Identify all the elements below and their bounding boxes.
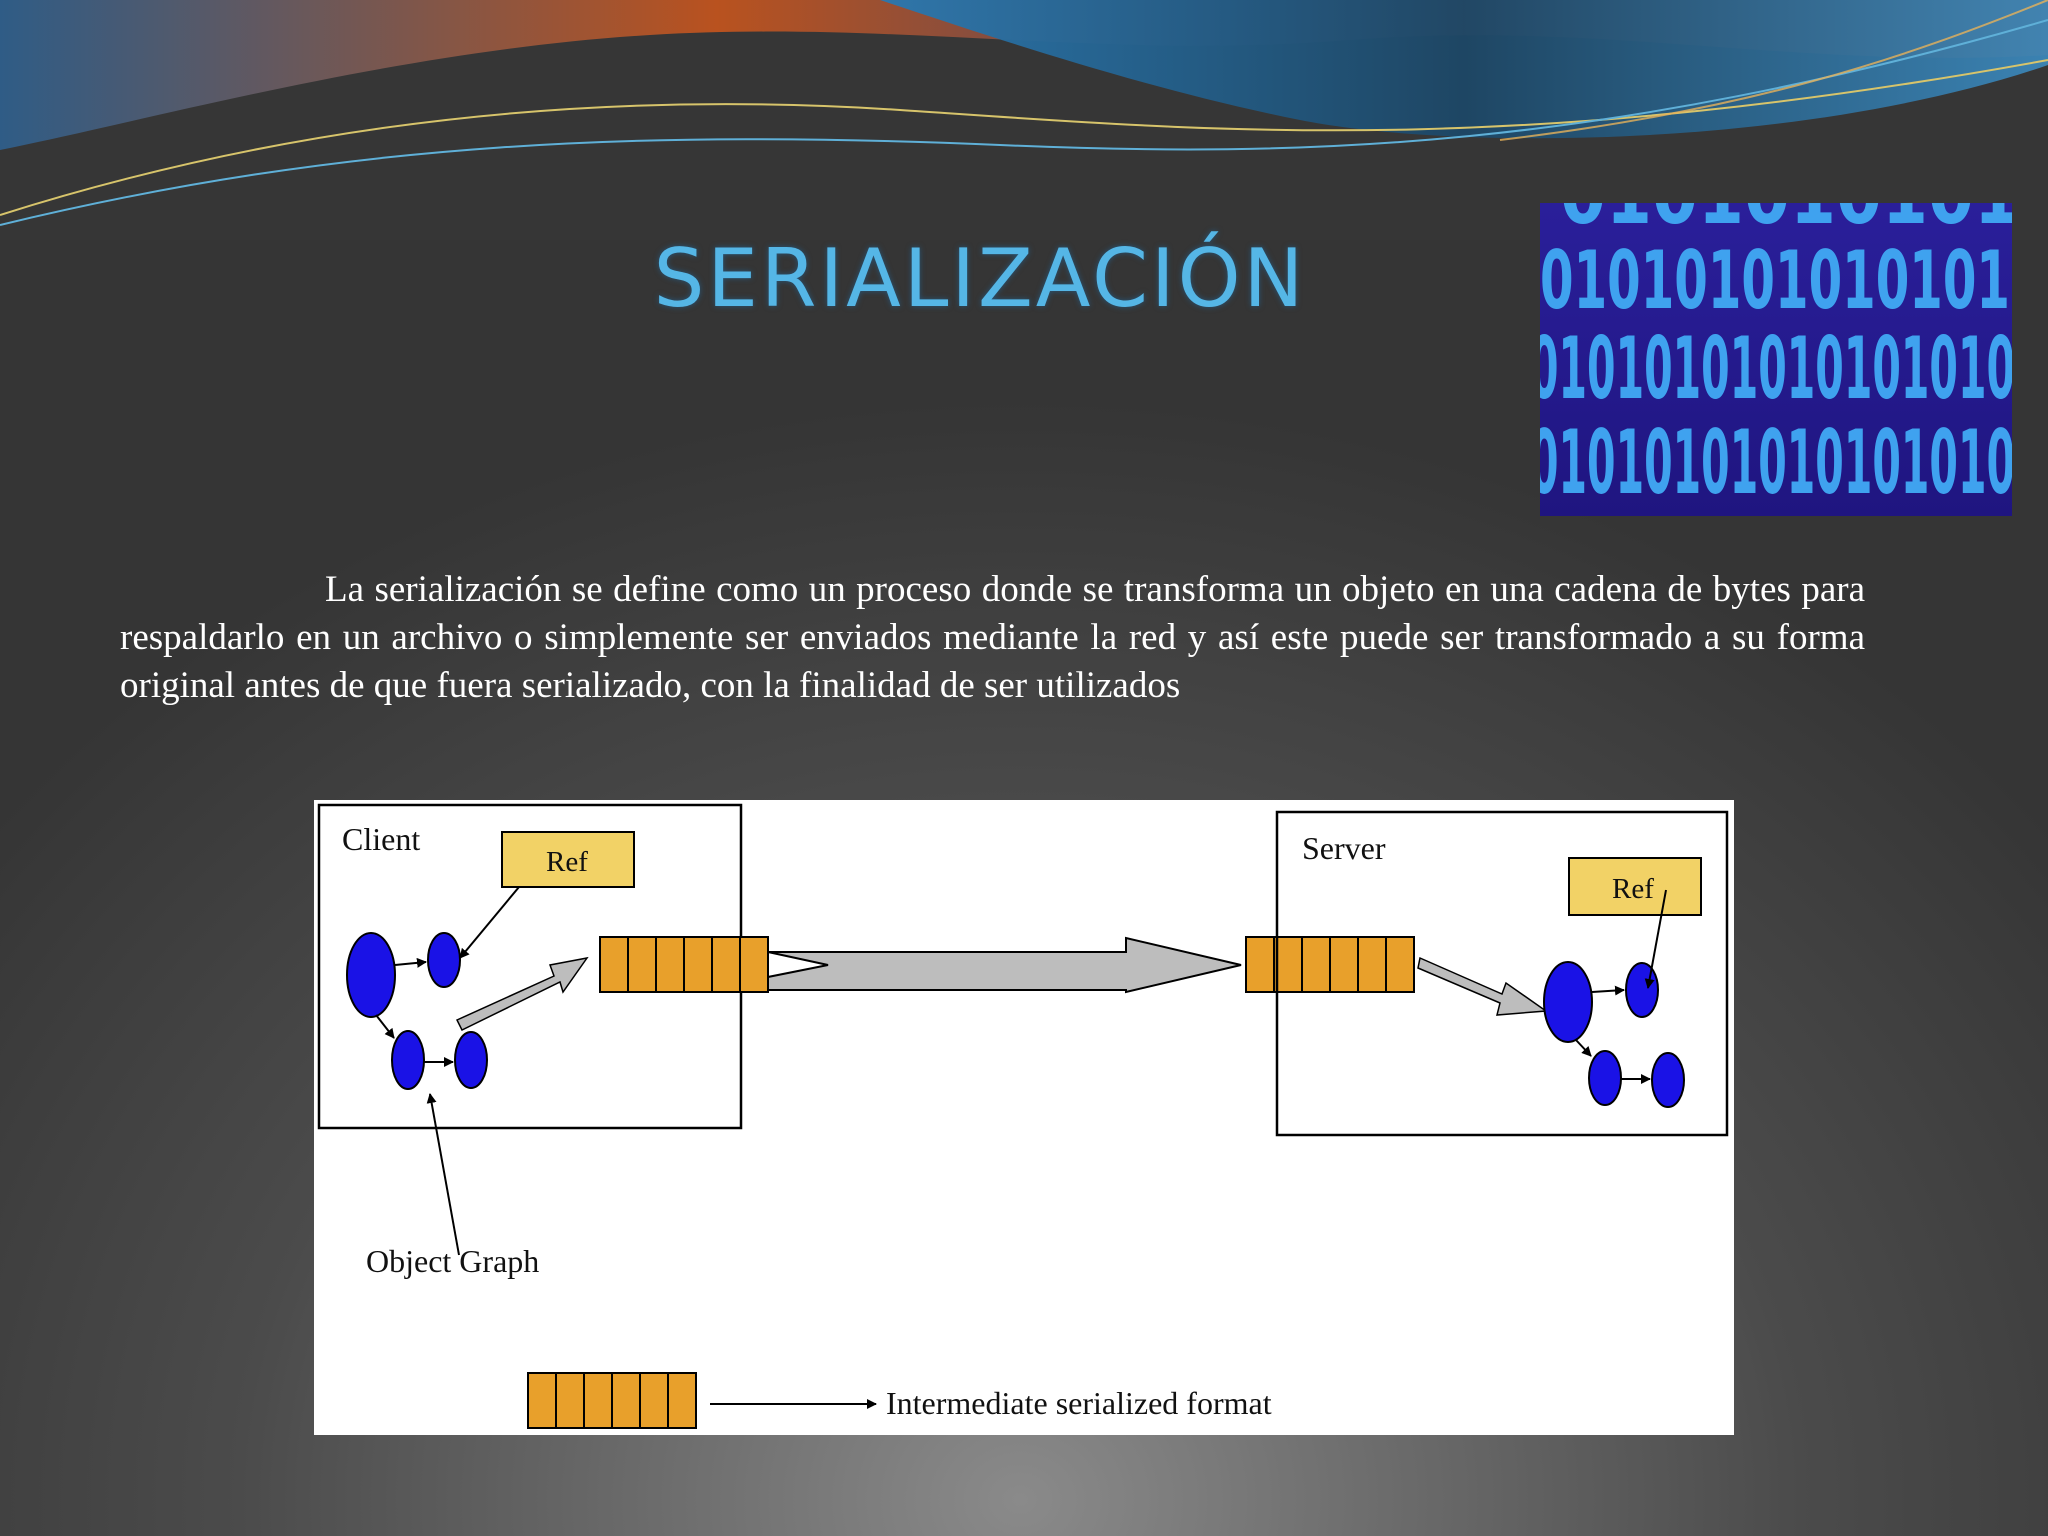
- transmission-arrow: [767, 936, 1242, 994]
- legend-label: Intermediate serialized format: [886, 1385, 1272, 1421]
- server-node: [1588, 1050, 1622, 1106]
- header-swoosh-decoration: [0, 0, 2048, 240]
- client-serialized-buffer: [599, 936, 769, 993]
- client-node: [454, 1031, 488, 1089]
- server-box: [1275, 810, 1729, 1137]
- legend-buffer-icon: [527, 1372, 697, 1429]
- client-to-buffer-arrow: [455, 956, 589, 1032]
- binary-row: 01010101010101010: [1540, 319, 2012, 419]
- slide-title: SERIALIZACIÓN: [653, 232, 1307, 325]
- client-label: Client: [342, 821, 420, 857]
- client-ref-box: [501, 831, 635, 888]
- definition-paragraph: La serialización se define como un proce…: [120, 569, 1865, 706]
- server-node: [1543, 961, 1593, 1043]
- serialization-diagram: Client Ref Object Graph: [314, 800, 1734, 1435]
- binary-row: 0101010101: [1560, 203, 2012, 243]
- buffer-to-server-arrow: [1417, 956, 1549, 1016]
- client-node: [391, 1030, 425, 1090]
- server-serialized-buffer: [1245, 936, 1415, 993]
- server-ref-box: [1568, 857, 1702, 916]
- server-node: [1651, 1052, 1685, 1108]
- binary-row: 01010101010101010: [1540, 411, 2012, 514]
- client-node: [427, 932, 461, 988]
- client-ref-label: Ref: [546, 846, 588, 878]
- binary-row: 01010101010101: [1540, 234, 2010, 327]
- binary-code-image: 0101010101 01010101010101 01010101010101…: [1540, 203, 2012, 516]
- client-node: [346, 932, 396, 1018]
- server-node: [1625, 962, 1659, 1018]
- object-graph-label: Object Graph: [366, 1243, 539, 1279]
- server-ref-label: Ref: [1612, 873, 1654, 905]
- server-label: Server: [1302, 830, 1386, 866]
